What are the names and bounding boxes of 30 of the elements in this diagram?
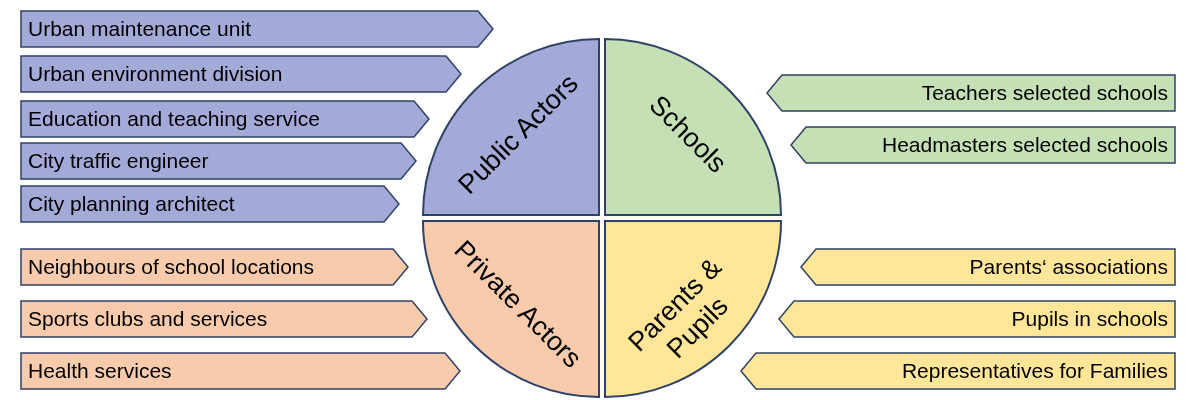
pointed-label-box	[766, 74, 1176, 112]
pointed-label-box	[740, 352, 1176, 390]
pointed-label-box	[778, 300, 1176, 338]
quarter-circle-segment	[422, 38, 600, 216]
pointed-label-box	[20, 142, 417, 180]
pointed-label-box	[790, 126, 1176, 164]
actor-label: Parents‘ associations	[969, 254, 1168, 281]
actor-label: Headmasters selected schools	[882, 132, 1168, 159]
pointed-label-box	[20, 300, 428, 338]
pointed-label-box	[20, 185, 400, 223]
actor-label: Health services	[28, 358, 172, 385]
quarter-circle-segment	[422, 220, 600, 398]
pointed-label-box	[20, 10, 494, 48]
pointed-label-box	[800, 248, 1176, 286]
actor-label: Urban maintenance unit	[28, 16, 251, 43]
actor-label: Urban environment division	[28, 61, 283, 88]
actor-label: Education and teaching service	[28, 106, 320, 133]
actor-label: Pupils in schools	[1011, 306, 1168, 333]
actor-label: Sports clubs and services	[28, 306, 268, 333]
actor-label: Representatives for Families	[901, 358, 1168, 385]
actor-label: City traffic engineer	[28, 148, 209, 175]
quarter-circle-segment	[604, 220, 782, 398]
actor-label: Teachers selected schools	[921, 80, 1168, 107]
actor-label: City planning architect	[28, 191, 235, 218]
pointed-label-box	[20, 352, 461, 390]
quarter-circle-segment	[604, 38, 782, 216]
pointed-label-box	[20, 100, 430, 138]
actor-label: Neighbours of school locations	[28, 254, 314, 281]
pointed-label-box	[20, 248, 409, 286]
pointed-label-box	[20, 55, 462, 93]
